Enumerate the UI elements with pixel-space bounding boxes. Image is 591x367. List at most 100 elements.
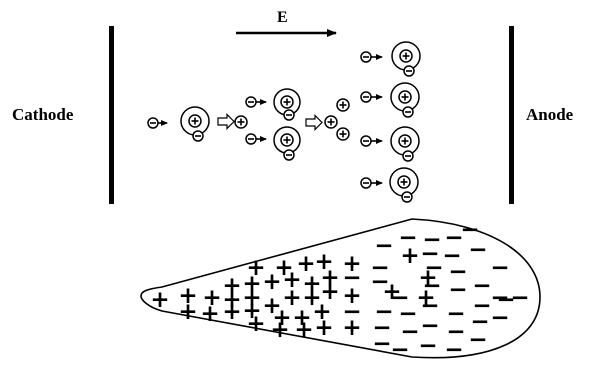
negative-charge: − [422,227,441,253]
positive-charge: + [314,249,333,275]
stage-3-ionization [360,41,421,203]
positive-ion-icon [336,98,350,112]
positive-charge: + [302,271,321,297]
negative-charge: − [420,241,439,267]
negative-charge: − [342,265,361,291]
negative-charge: − [448,277,467,303]
avalanche-charges: +++++++++++++++++++++++++++++++++++++−−−… [150,217,529,363]
negative-charge: − [418,333,437,359]
negative-charge: − [490,285,509,311]
electron-icon [360,177,383,189]
negative-charge: − [510,285,529,311]
atom-icon [389,167,419,203]
positive-charge: + [202,285,221,311]
negative-charge: − [370,255,389,281]
positive-charge: + [302,285,321,311]
positive-charge: + [282,267,301,293]
negative-charge: − [398,225,417,251]
negative-charge: − [374,233,393,259]
positive-charge: + [178,299,197,325]
negative-charge: − [374,299,393,325]
positive-charge: + [312,299,331,325]
positive-charge: + [246,311,265,337]
negative-charge: − [472,273,491,299]
negative-charge: − [424,255,443,281]
anode-label: Anode [526,105,574,124]
positive-ion-icon [336,127,350,141]
negative-charge: − [444,337,463,363]
electron-icon [360,91,383,103]
atom-icon [391,41,421,77]
positive-charge: + [262,269,281,295]
atom-icon [180,106,210,142]
positive-charge: + [222,273,241,299]
positive-charge: + [262,293,281,319]
positive-charge: + [178,283,197,309]
positive-charge: + [314,315,333,341]
negative-charge: − [372,331,391,357]
positive-charge: + [270,317,289,343]
negative-charge: − [442,243,461,269]
positive-charge: + [222,299,241,325]
positive-charge: + [246,255,265,281]
positive-charge: + [282,285,301,311]
atom-icon [273,126,301,161]
stage-1-ionization [147,106,248,142]
negative-charge: − [398,301,417,327]
hollow-arrow-icon [217,113,235,130]
negative-charge: − [446,301,465,327]
positive-charge: + [296,251,315,277]
positive-charge: + [274,255,293,281]
negative-charge: − [342,299,361,325]
positive-charge: + [294,317,313,343]
negative-charge: − [460,217,479,243]
electron-icon [245,96,267,108]
positive-charge: + [382,279,401,305]
cathode-label: Cathode [12,105,74,124]
stage-2-ionization [245,88,350,161]
negative-charge: − [422,273,441,299]
negative-charge: − [390,337,409,363]
positive-charge: + [342,315,361,341]
positive-charge: + [222,287,241,313]
negative-charge: − [496,287,515,313]
atom-icon [390,82,420,118]
negative-charge: − [490,305,509,331]
positive-charge: + [150,287,169,313]
negative-charge: − [446,319,465,345]
positive-charge: + [242,298,261,324]
negative-charge: − [468,327,487,353]
atom-icon [273,88,301,121]
anode-plate [509,26,514,204]
positive-charge: + [418,265,437,291]
negative-charge: − [468,237,487,263]
negative-charge: − [444,225,463,251]
positive-charge: + [400,243,419,269]
negative-charge: − [390,285,409,311]
positive-ion-icon [234,115,248,129]
field-label: E [277,9,288,26]
negative-charge: − [448,259,467,285]
electron-icon [360,135,383,147]
negative-charge: − [370,269,389,295]
electron-icon [360,51,383,63]
negative-charge: − [420,293,439,319]
avalanche-envelope [140,218,541,359]
electron-icon [147,117,168,129]
negative-charge: − [490,255,509,281]
positive-ion-icon [324,115,338,129]
positive-charge: + [342,251,361,277]
atom-icon [390,126,420,162]
positive-charge: + [292,305,311,331]
positive-charge: + [416,285,435,311]
positive-charge: + [242,285,261,311]
negative-charge: − [372,315,391,341]
negative-charge: − [400,319,419,345]
positive-charge: + [272,305,291,331]
hollow-arrow-icon [305,114,323,131]
positive-charge: + [200,301,219,327]
negative-charge: − [420,313,439,339]
positive-charge: + [242,271,261,297]
positive-charge: + [320,279,339,305]
